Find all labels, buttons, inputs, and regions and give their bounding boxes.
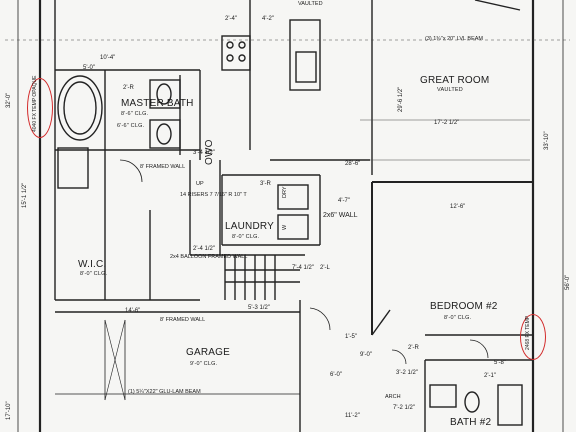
room-laundry: LAUNDRY [225,221,275,232]
dim-3-4: 3'-4 1/2" [193,150,215,156]
markup-text-left: 4040 FX TEMP OPAQUE [32,75,38,132]
note-framed-wall-1: 8' FRAMED WALL [140,164,186,170]
note-washer: W [282,224,288,230]
note-wall-2x6: 2x6" WALL [323,212,358,219]
room-great-room: GREAT ROOM [420,75,490,86]
dim-12-6: 12'-6" [450,204,466,210]
dim-5-3: 5'-3 1/2" [248,305,270,311]
dim-11-2: 11'-2" [345,413,360,419]
note-dry: DRY [282,186,288,198]
wic-clg: 8'-0" CLG. [80,271,108,277]
dim-2-4b: 2'-4 1/2" [193,246,215,252]
markup-circle-right [520,314,546,360]
dim-5-8: 5'-8" [494,360,506,366]
bedroom-2-clg: 8'-0" CLG. [444,315,472,321]
side-dim-left-mid: 15'-1 1/2" [22,182,28,208]
room-bath-2: BATH #2 [450,417,492,428]
markup-text-right: 2468 FX TEMP [525,315,531,350]
side-dim-left-bottom: 17'-10" [6,401,12,420]
note-balloon: 2x4 BALLOON FRAMED WALL [170,254,248,260]
dim-4-7: 4'-7" [338,198,350,204]
room-bedroom-2: BEDROOM #2 [430,301,498,312]
dim-29-6: 29'-6 1/2" [398,86,404,112]
dim-3-2: 3'-2 1/2" [396,370,418,376]
dim-14-6: 14'-6" [125,308,141,314]
master-bath-clg: 8'-6" CLG. [121,111,149,117]
dim-2r-1: 2'-R [123,85,134,91]
dim-6-0: 6'-0" [330,372,342,378]
note-risers: 14 RISERS 7 7/16" R 10" T [180,192,247,198]
dim-28-6: 28'-6" [345,161,361,167]
room-master-bath: MASTER BATH [121,98,194,109]
side-dim-left-top: 32'-0" [6,92,12,108]
dim-4-2: 4'-2" [262,16,274,22]
note-glulam: (1) 5¼"X22" GLU-LAM BEAM [128,389,201,395]
dim-1-5: 1'-5" [345,334,357,340]
dim-2-1: 2'-1" [484,373,496,379]
side-dim-right-bottom: 56'-0" [565,274,571,290]
markup-circle-left [27,78,53,138]
dim-5-0: 5'-0" [83,65,95,71]
dim-2-4: 2'-4" [225,16,237,22]
dim-7-2: 7'-2 1/2" [393,405,415,411]
dim-3r: 3'-R [260,181,271,187]
great-room-clg: VAULTED [437,87,463,93]
garage-clg: 9'-0" CLG. [190,361,218,367]
dim-17-2: 17'-2 1/2" [434,120,460,126]
laundry-clg: 8'-0" CLG. [232,234,260,240]
dim-7-4: 7'-4 1/2" [292,265,314,271]
note-beam-top: (3) 1¾"x 20" LVL BEAM [425,36,484,42]
room-garage: GARAGE [186,347,230,358]
note-framed-wall-2: 8' FRAMED WALL [160,317,206,323]
note-vaulted: VAULTED [298,1,323,7]
dim-10-4: 10'-4" [100,55,116,61]
dim-2r-2: 2'-R [408,345,419,351]
note-arch: ARCH [385,394,401,400]
dim-2-l: 2'-L [320,265,330,271]
side-dim-right-top: 33'-10" [544,131,550,150]
master-bath-clg-2: 6'-6" CLG. [117,123,145,129]
note-up: UP [196,181,204,187]
room-wic: W.I.C. [78,259,107,270]
dim-9-0: 9'-0" [360,352,372,358]
